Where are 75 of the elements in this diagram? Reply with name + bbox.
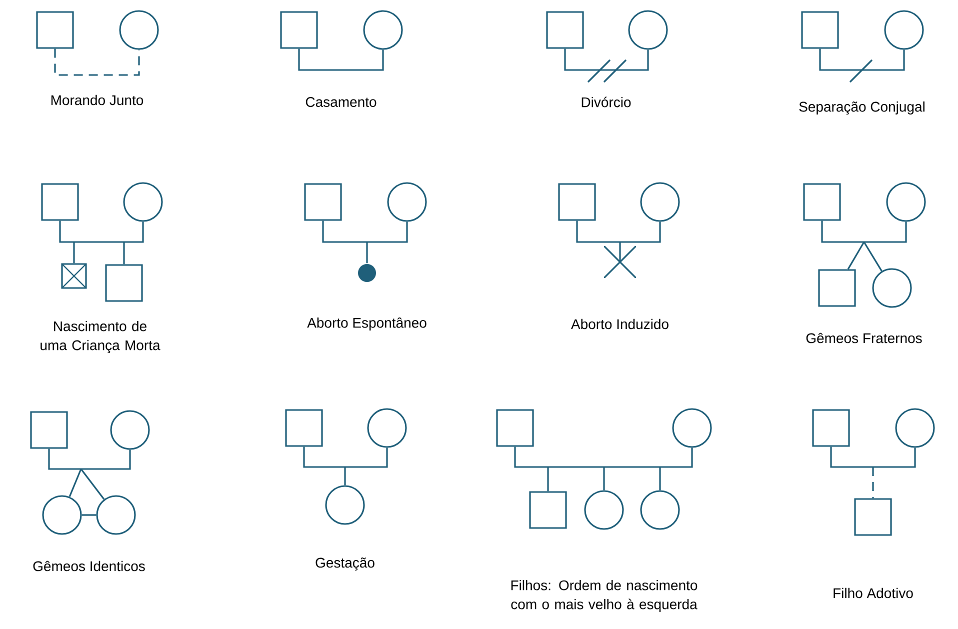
circle-symbol	[110, 410, 150, 450]
couple-line	[564, 48, 649, 71]
circle-symbol	[367, 408, 407, 448]
square-symbol	[285, 409, 323, 447]
couple-line	[830, 446, 916, 468]
child-line	[863, 242, 882, 272]
couple-line	[54, 48, 140, 76]
caption: Gêmeos Identicos	[33, 560, 145, 572]
child-line	[547, 467, 549, 492]
caption: Aborto Induzido	[571, 318, 668, 330]
child-line	[73, 242, 75, 264]
couple-line	[322, 220, 408, 243]
circle-symbol	[42, 495, 82, 535]
circle-symbol	[387, 182, 427, 222]
square-symbol	[30, 411, 68, 449]
square-symbol	[529, 491, 567, 529]
square-symbol	[818, 269, 856, 307]
circle-symbol	[872, 268, 912, 308]
caption: Gêmeos Fraternos	[806, 332, 922, 344]
circle-symbol	[584, 490, 624, 530]
caption: Morando Junto	[51, 94, 144, 106]
square-symbol	[36, 11, 74, 49]
circle-symbol	[640, 182, 680, 222]
couple-line	[819, 48, 905, 71]
square-symbol	[801, 11, 839, 49]
circle-symbol	[886, 182, 926, 222]
square-symbol	[558, 183, 596, 221]
child-line	[603, 467, 605, 490]
child-line	[847, 242, 865, 270]
couple-line	[48, 448, 131, 470]
caption: Aborto Espontâneo	[307, 317, 426, 331]
filled-dot	[358, 264, 376, 282]
caption: Filho Adotivo	[834, 588, 913, 598]
circle-symbol	[123, 182, 163, 222]
child-line	[68, 468, 82, 498]
couple-line	[59, 220, 144, 243]
circle-symbol	[884, 10, 924, 50]
child-line	[619, 242, 621, 262]
square-symbol	[854, 498, 892, 536]
child-line	[872, 467, 874, 498]
square-symbol	[105, 264, 143, 302]
square-symbol	[304, 183, 342, 221]
square-symbol	[280, 11, 318, 49]
child-line	[123, 242, 125, 264]
couple-line	[298, 48, 384, 71]
couple-line	[514, 446, 693, 468]
couple-line	[576, 220, 661, 243]
circle-symbol	[895, 408, 935, 448]
couple-line	[821, 220, 907, 243]
twin-bar	[82, 514, 96, 516]
child-line	[80, 468, 105, 500]
square-symbol	[546, 11, 584, 49]
crossed-square-symbol	[61, 263, 87, 289]
caption: Filhos: Ordem de nascimento com o mais velho à esquerda	[511, 580, 698, 612]
child-line	[344, 467, 346, 486]
square-symbol	[812, 409, 850, 447]
couple-line	[303, 446, 388, 468]
caption: Gestação	[316, 558, 374, 570]
circle-symbol	[672, 408, 712, 448]
child-line	[659, 467, 661, 490]
caption: Separação Conjugal	[799, 101, 924, 115]
square-symbol	[803, 183, 841, 221]
cross-mark	[604, 246, 636, 278]
child-line	[366, 242, 368, 264]
caption: Divórcio	[582, 96, 631, 108]
circle-symbol	[628, 10, 668, 50]
circle-symbol	[96, 495, 136, 535]
circle-symbol	[640, 490, 680, 530]
caption: Casamento	[306, 97, 376, 107]
circle-symbol	[363, 10, 403, 50]
caption: Nascimento de uma Criança Morta	[40, 320, 160, 354]
circle-symbol	[119, 10, 159, 50]
square-symbol	[41, 183, 79, 221]
circle-symbol	[325, 485, 365, 525]
square-symbol	[496, 409, 534, 447]
